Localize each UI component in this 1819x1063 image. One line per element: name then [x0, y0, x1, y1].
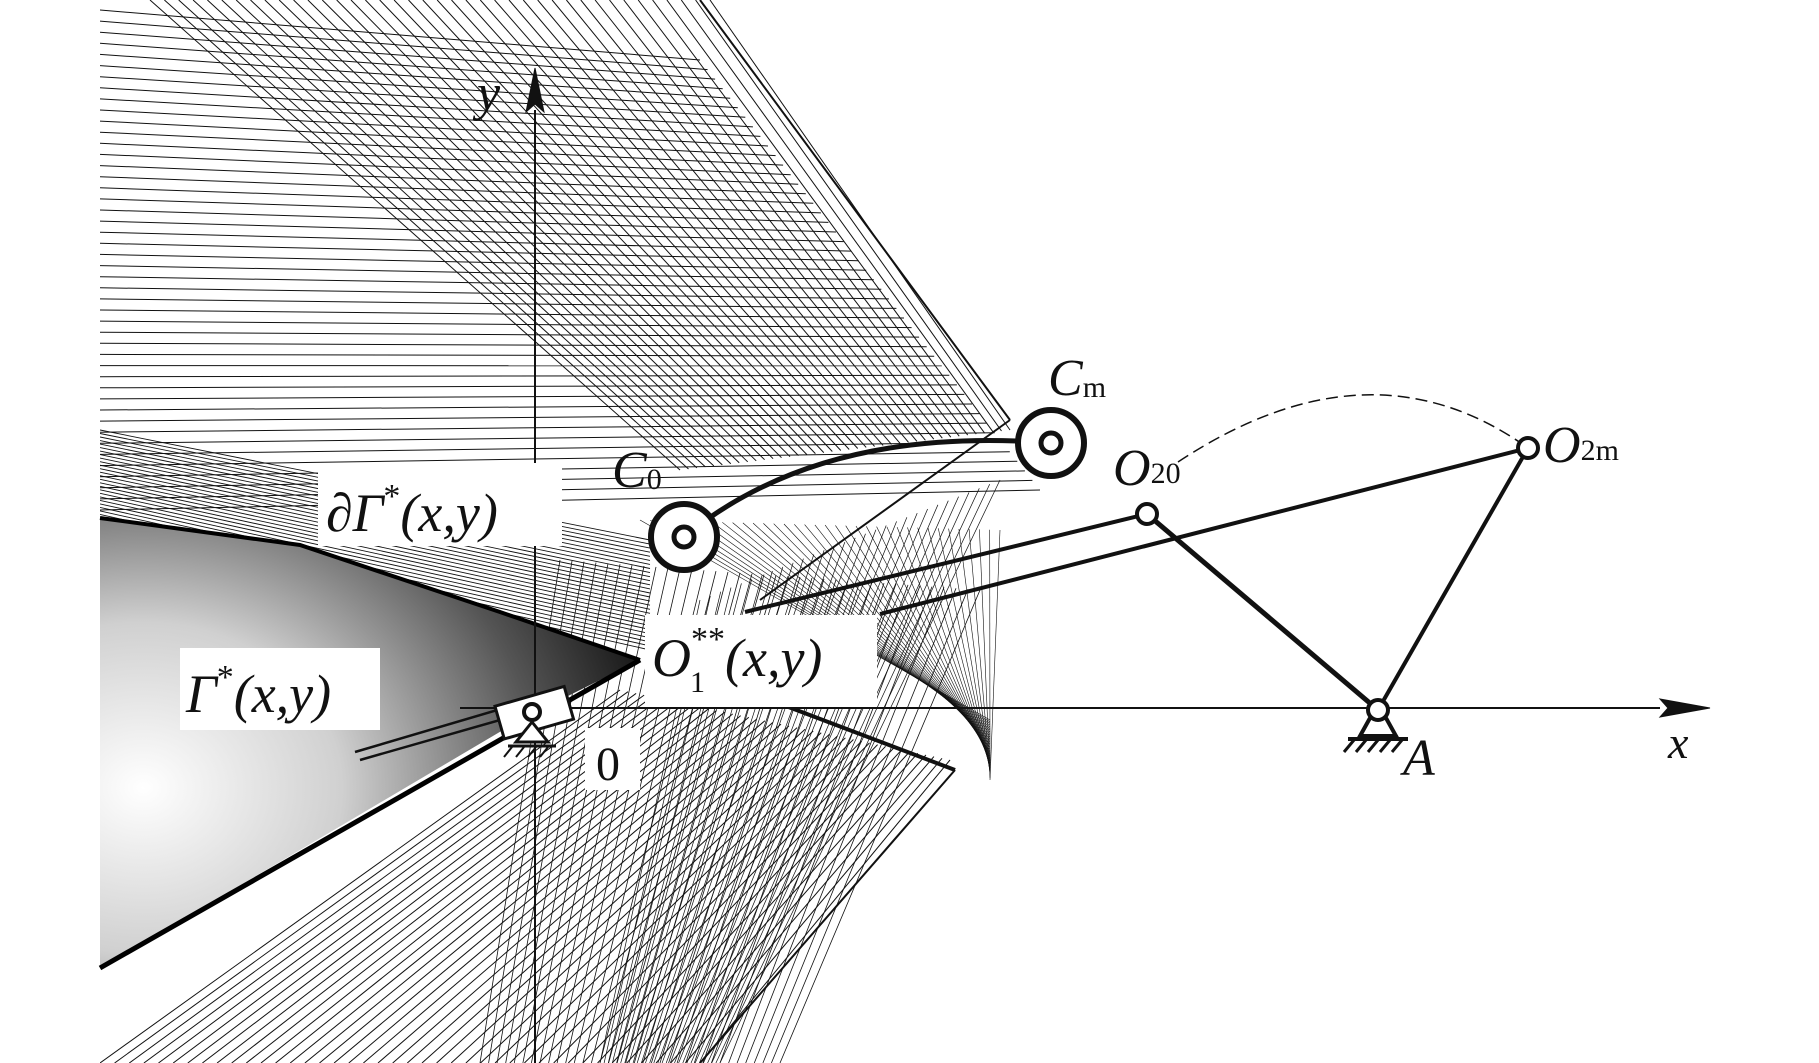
boundary-label: ∂Γ*(x,y)	[326, 478, 498, 543]
boundary-label-args: (x,y)	[400, 483, 497, 543]
rocker-link-O2m-A	[1376, 447, 1530, 711]
joint-O2m	[1516, 436, 1540, 460]
o20-label-sub: 20	[1151, 457, 1181, 490]
region-upper-boundary	[99, 516, 641, 662]
origin-label: 0	[596, 738, 620, 791]
o2m-label: O2m	[1543, 417, 1619, 474]
joint-C0-inner	[671, 524, 697, 550]
joint-O20	[1135, 502, 1159, 526]
region-label-main: Γ	[185, 664, 219, 724]
cm-label: Cm	[1048, 350, 1106, 407]
o1-label: O**(x,y)	[652, 621, 822, 688]
label-backgrounds	[180, 463, 877, 790]
region-label-args: (x,y)	[234, 664, 331, 724]
linkage	[682, 394, 1530, 772]
axes	[460, 67, 1711, 1063]
boundary-label-sup: *	[383, 478, 400, 515]
boundary-label-main: ∂Γ	[326, 483, 386, 543]
y-axis-arrow	[525, 67, 545, 114]
joint-A	[1366, 698, 1390, 722]
region-label: Γ*(x,y)	[185, 659, 331, 724]
coupler-link-O2m	[879, 446, 1529, 616]
coupler-link-O20	[744, 512, 1148, 614]
labels: y x 0 A C0 Cm O20 O2m O**(x,y) 1 ∂Γ*(x,y…	[185, 65, 1689, 791]
trajectory-arc-O2	[1177, 394, 1529, 463]
o2m-label-sub: 2m	[1581, 434, 1619, 467]
lower-guide-line	[769, 698, 956, 772]
o1-label-main: O	[652, 628, 691, 688]
o1-label-args: (x,y)	[725, 628, 822, 688]
rocker-link-O20-A	[1145, 512, 1380, 712]
o20-label: O20	[1113, 440, 1181, 497]
o20-label-main: O	[1113, 440, 1151, 497]
o1-label-subscript: 1	[690, 666, 705, 699]
x-axis-label: x	[1667, 717, 1689, 768]
ground-support-A	[1342, 717, 1408, 753]
joints	[648, 407, 1540, 722]
workspace-region	[100, 518, 640, 968]
y-axis-label: y	[472, 65, 501, 122]
hatched-workspace-region	[100, 0, 1041, 1063]
c0-label-sub: 0	[647, 463, 662, 496]
cm-label-sub: m	[1083, 371, 1106, 404]
c0-label: C0	[612, 442, 662, 499]
point-A-label: A	[1400, 730, 1435, 787]
o2m-label-main: O	[1543, 417, 1581, 474]
cm-label-main: C	[1048, 350, 1084, 407]
c0-label-main: C	[612, 442, 648, 499]
joint-Cm-inner	[1038, 430, 1064, 456]
x-axis-arrow	[1658, 698, 1711, 718]
o1-label-sup: **	[691, 621, 725, 658]
trajectory-arc-C	[682, 438, 1052, 539]
slider-pivot	[354, 684, 576, 762]
region-label-sup: *	[217, 659, 234, 696]
